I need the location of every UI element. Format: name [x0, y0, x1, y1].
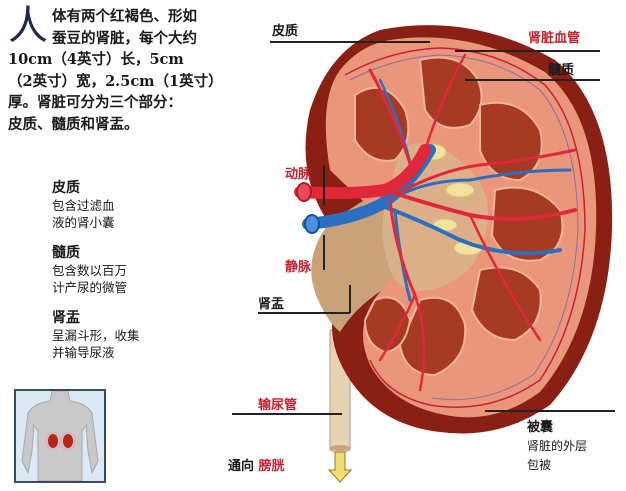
legend-desc: 呈漏斗形，收集	[52, 328, 140, 343]
legend-desc: 液的肾小囊	[52, 215, 115, 230]
intro-line: 皮质、髓质和肾盂。	[8, 115, 139, 133]
label-capsule-title: 被囊	[527, 420, 554, 435]
label-to-bladder-prefix: 通向	[228, 459, 255, 474]
label-capsule-desc: 肾脏的外层	[527, 439, 588, 453]
leader-line-vein	[323, 235, 325, 270]
label-artery: 动脉	[285, 167, 312, 182]
legend-desc: 包含过滤血	[52, 198, 115, 213]
body-location-thumbnail	[14, 389, 106, 483]
legend-desc: 并输导尿液	[52, 345, 115, 360]
leader-line-artery	[323, 165, 325, 205]
label-pelvis: 肾盂	[258, 297, 285, 312]
label-renal-vessels: 肾脏血管	[528, 31, 581, 46]
intro-paragraph: 人 体有两个红褐色、形如 蚕豆的肾脏，每个大约 10cm（4英寸）长，5cm （…	[8, 6, 258, 135]
legend-title: 肾盂	[52, 310, 80, 326]
label-ureter: 输尿管	[258, 398, 298, 413]
label-bladder: 膀胱	[258, 459, 285, 474]
label-cortex: 皮质	[272, 24, 299, 39]
legend-desc: 包含数以百万	[52, 263, 128, 278]
leader-line-capsule	[485, 410, 615, 412]
leader-line-renal-vessels	[455, 50, 600, 52]
leader-line-ureter	[232, 413, 342, 415]
down-arrow-icon	[327, 451, 353, 483]
leader-line-cortex	[270, 41, 430, 43]
legend-cortex: 皮质 包含过滤血 液的肾小囊	[52, 180, 115, 231]
intro-line: 10cm（4英寸）长，5cm	[8, 51, 184, 68]
label-vein: 静脉	[285, 260, 312, 275]
drop-cap: 人	[8, 3, 48, 49]
legend-pelvis: 肾盂 呈漏斗形，收集 并输导尿液	[52, 310, 140, 361]
label-to-bladder: 通向 膀胱	[228, 455, 285, 474]
intro-line: （2英寸）宽，2.5cm（1英寸）	[8, 72, 223, 90]
legend-title: 皮质	[52, 180, 80, 196]
legend-title: 髓质	[52, 245, 80, 261]
label-capsule-desc: 包被	[527, 458, 552, 472]
human-torso-icon	[16, 391, 104, 481]
label-medulla: 髓质	[548, 63, 575, 78]
legend-medulla: 髓质 包含数以百万 计产尿的微管	[52, 245, 127, 296]
intro-line: 体有两个红褐色、形如	[52, 8, 197, 25]
leader-line-pelvis-vertical	[349, 285, 351, 313]
intro-line: 蚕豆的肾脏，每个大约	[52, 29, 197, 47]
leader-line-medulla	[465, 79, 600, 81]
legend-desc: 计产尿的微管	[52, 280, 128, 295]
label-capsule: 被囊 肾脏的外层 包被	[527, 418, 587, 475]
leader-line-pelvis	[258, 312, 350, 314]
intro-line: 厚。肾脏可分为三个部分：	[8, 94, 182, 111]
